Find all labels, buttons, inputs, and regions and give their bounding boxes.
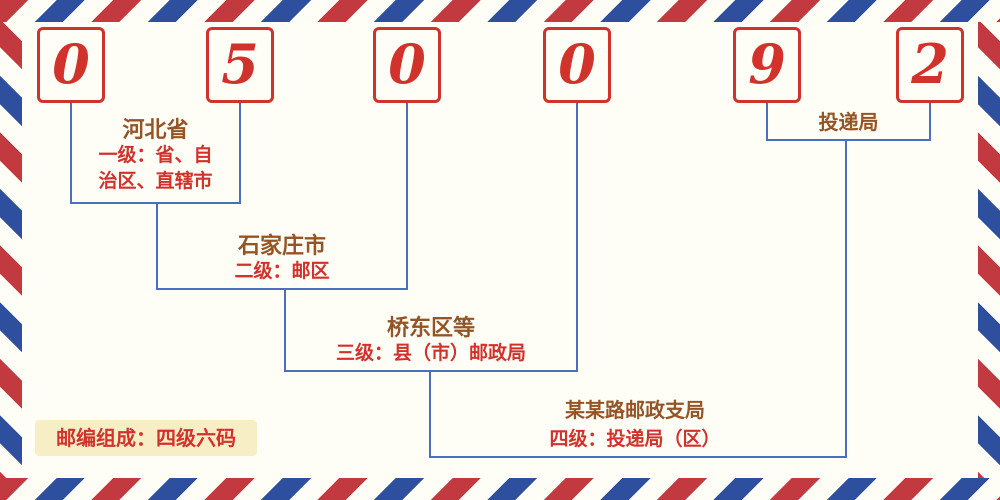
level1-desc-line1: 一级：省、自: [98, 144, 213, 166]
level3-desc: 三级：县（市）邮政局: [335, 342, 526, 364]
digit-1: 0: [52, 32, 90, 96]
composition-note: 邮编组成：四级六码: [35, 420, 257, 456]
digit-3: 0: [388, 32, 426, 96]
connector-line-l4-bottom: [429, 456, 847, 458]
airmail-border-right: [978, 0, 1000, 500]
airmail-border-left: [0, 0, 22, 500]
connector-line-l2-left: [156, 204, 158, 290]
digit-box-4: 0: [543, 27, 611, 103]
digit-box-3: 0: [373, 27, 441, 103]
connector-line-l2-bottom: [156, 288, 408, 290]
level3-title: 桥东区等: [386, 316, 475, 341]
delivery-office-title: 投递局: [818, 110, 879, 134]
level1-desc-line2: 治区、直辖市: [98, 170, 213, 192]
connector-line-l2-right: [406, 103, 408, 290]
connector-line-l1-left: [70, 103, 72, 204]
connector-line-delivery-right: [929, 103, 931, 141]
connector-line-delivery-bottom: [766, 139, 931, 141]
connector-line-l1-bottom: [70, 202, 241, 204]
digit-6: 2: [911, 32, 949, 96]
level1-desc: 一级：省、自 治区、直辖市: [70, 142, 241, 194]
connector-line-l4-right: [845, 140, 847, 458]
connector-line-delivery-left: [766, 103, 768, 141]
digit-box-5: 9: [733, 27, 801, 103]
connector-line-l3-bottom: [284, 370, 578, 372]
level4-desc: 四级：投递局（区）: [549, 428, 721, 450]
digit-5: 9: [748, 32, 786, 96]
level1-title: 河北省: [122, 118, 189, 143]
composition-note-text: 邮编组成：四级六码: [56, 426, 236, 450]
digit-box-2: 5: [206, 27, 274, 103]
digit-2: 5: [221, 32, 259, 96]
level2-title: 石家庄市: [237, 234, 326, 259]
digit-box-1: 0: [37, 27, 105, 103]
connector-line-l3-right: [576, 103, 578, 372]
level4-title: 某某路邮政支局: [565, 398, 705, 422]
connector-line-l3-left: [284, 290, 286, 372]
digit-box-6: 2: [896, 27, 964, 103]
connector-line-l1-right: [239, 103, 241, 204]
airmail-border-bottom: [0, 478, 1000, 500]
level2-desc: 二级：邮区: [234, 260, 330, 282]
connector-line-l4-left: [429, 372, 431, 458]
airmail-border-top: [0, 0, 1000, 22]
digit-4: 0: [558, 32, 596, 96]
